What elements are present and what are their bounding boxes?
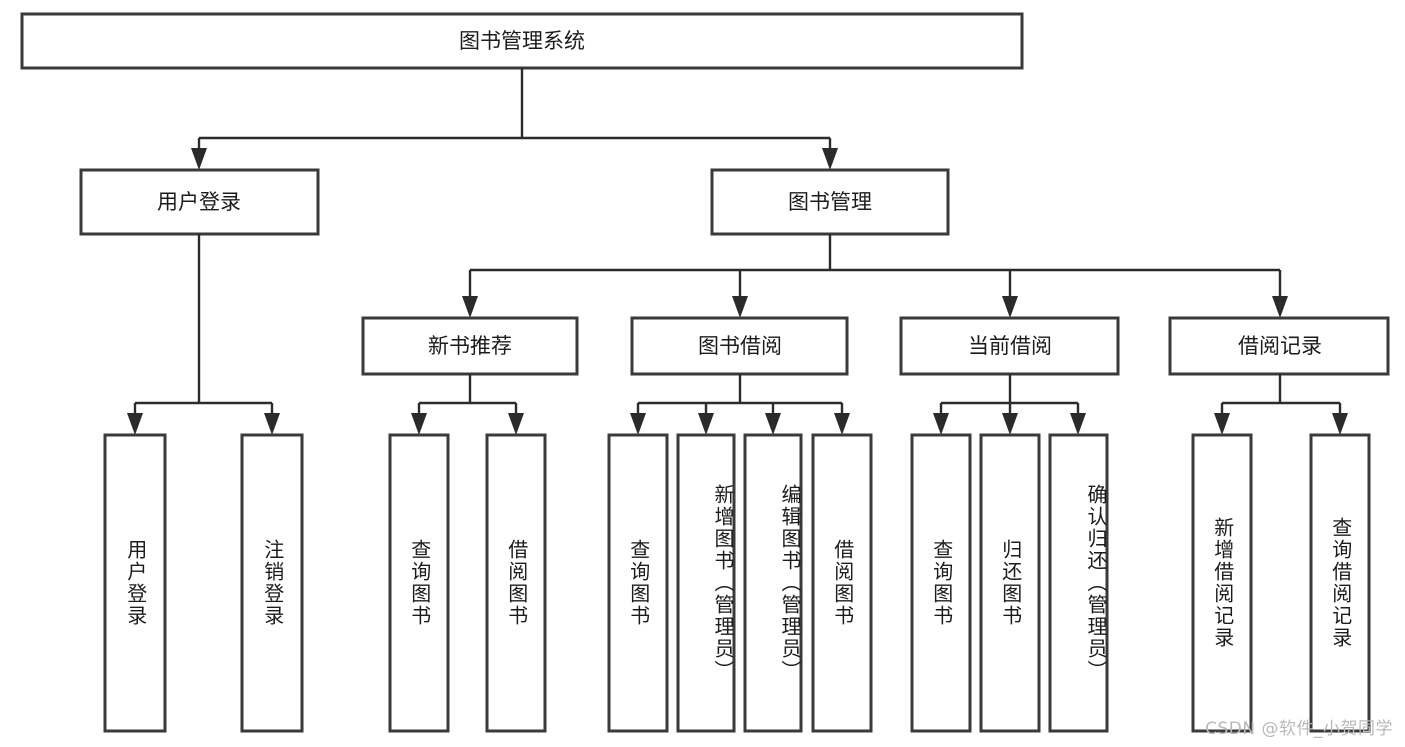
leaf-label-query-book-1: 查询图书 — [407, 539, 432, 627]
node-borrow-record-label: 借阅记录 — [1238, 334, 1322, 358]
leaf-box-return-book[interactable] — [979, 433, 1041, 733]
node-current-borrow-label: 当前借阅 — [968, 334, 1052, 358]
arrow-head-icon — [630, 413, 646, 435]
connector-root-bus — [191, 68, 838, 170]
arrow-head-icon — [933, 413, 949, 435]
arrow-head-icon — [462, 296, 478, 318]
leaf-box-confirm-return[interactable] — [1048, 433, 1109, 733]
leaf-box-edit-book[interactable] — [743, 433, 803, 733]
arrow-head-icon — [411, 413, 427, 435]
arrow-head-icon — [1070, 413, 1086, 435]
connector-current-borrow-bus — [933, 374, 1086, 435]
node-book-borrow-label: 图书借阅 — [698, 334, 782, 358]
arrow-head-icon — [264, 413, 280, 435]
node-root-label: 图书管理系统 — [459, 29, 585, 53]
leaf-box-borrow-book-1[interactable] — [485, 433, 547, 733]
arrow-head-icon — [822, 148, 838, 170]
arrow-head-icon — [732, 296, 748, 318]
leaf-box-borrow-book-2[interactable] — [811, 433, 873, 733]
arrow-head-icon — [1214, 413, 1230, 435]
leaf-box-user-logout[interactable] — [240, 433, 304, 733]
arrow-head-icon — [1002, 296, 1018, 318]
node-user-login-label: 用户登录 — [157, 190, 241, 214]
arrow-head-icon — [1332, 413, 1348, 435]
arrow-head-icon — [765, 413, 781, 435]
arrow-head-icon — [698, 413, 714, 435]
connector-book-borrow-bus — [630, 374, 850, 435]
leaf-box-user-login[interactable] — [103, 433, 167, 733]
node-book-borrow-box[interactable] — [630, 316, 849, 376]
node-user-login[interactable]: 用户登录 — [79, 168, 320, 236]
connector-user-login-bus — [127, 234, 280, 435]
node-current-borrow[interactable]: 当前借阅 — [899, 316, 1120, 376]
leaf-label-query-book-3: 查询图书 — [929, 539, 954, 627]
leaf-label-return-book: 归还图书 — [998, 539, 1023, 627]
node-new-book-recommend-box[interactable] — [361, 316, 579, 376]
leaf-label-query-book-2: 查询图书 — [626, 539, 651, 627]
arrow-head-icon — [1002, 413, 1018, 435]
leaf-box-add-record[interactable] — [1191, 433, 1253, 733]
node-new-book-recommend-label: 新书推荐 — [428, 334, 512, 358]
leaf-box-query-book-3[interactable] — [910, 433, 972, 733]
connector-borrow-record-bus — [1214, 374, 1348, 435]
node-current-borrow-box[interactable] — [899, 316, 1120, 376]
arrow-head-icon — [191, 148, 207, 170]
arrow-head-icon — [508, 413, 524, 435]
leaf-label-user-logout: 注销登录 — [260, 539, 285, 627]
node-book-borrow[interactable]: 图书借阅 — [630, 316, 849, 376]
connector-new-book-recommend-bus — [411, 374, 524, 435]
connector-book-manage-bus — [462, 234, 1288, 318]
leaf-box-query-record[interactable] — [1309, 433, 1371, 733]
leaf-label-add-book: 新增图书（管理员） — [711, 484, 735, 682]
arrow-head-icon — [127, 413, 143, 435]
node-book-manage[interactable]: 图书管理 — [710, 168, 950, 236]
arrow-head-icon — [834, 413, 850, 435]
leaf-label-user-login: 用户登录 — [123, 539, 148, 627]
node-root-box[interactable] — [20, 12, 1024, 70]
leaf-label-confirm-return: 确认归还（管理员） — [1084, 484, 1108, 682]
arrow-head-icon — [1272, 296, 1288, 318]
node-new-book-recommend[interactable]: 新书推荐 — [361, 316, 579, 376]
leaf-label-edit-book: 编辑图书（管理员） — [778, 484, 802, 682]
node-book-manage-label: 图书管理 — [788, 190, 872, 214]
leaf-label-query-record: 查询借阅记录 — [1328, 517, 1353, 649]
leaf-label-borrow-book-2: 借阅图书 — [830, 539, 855, 627]
watermark-text: CSDN @软件_小贺同学 — [1205, 719, 1393, 739]
leaf-box-query-book-2[interactable] — [607, 433, 669, 733]
node-borrow-record[interactable]: 借阅记录 — [1168, 316, 1390, 376]
node-root[interactable]: 图书管理系统 — [20, 12, 1024, 70]
leaf-box-query-book-1[interactable] — [388, 433, 450, 733]
leaf-label-add-record: 新增借阅记录 — [1210, 517, 1235, 649]
leaf-box-add-book[interactable] — [676, 433, 736, 733]
leaf-label-borrow-book-1: 借阅图书 — [504, 539, 529, 627]
